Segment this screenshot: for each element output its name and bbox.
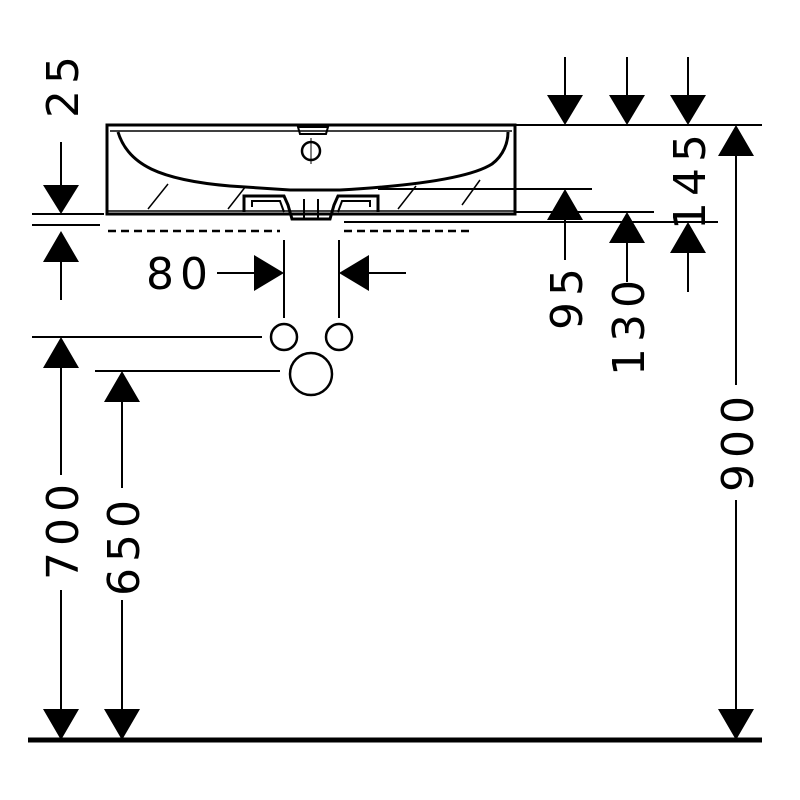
tap-hole-icon [300, 138, 322, 164]
dim-label-80: 80 [146, 249, 214, 300]
dim-right-heights: 95 130 145 [344, 57, 762, 376]
dim-label-650: 650 [99, 494, 150, 596]
waste-outlet-icon [288, 351, 334, 397]
connection-symbols [269, 322, 354, 397]
dim-overflow-gap: 25 [32, 50, 104, 300]
dim-label-700: 700 [38, 478, 89, 580]
dim-label-145: 145 [665, 128, 716, 230]
dim-total-height: 900 [713, 125, 764, 740]
dim-waste-height: 650 [95, 370, 280, 740]
fixing-line-dashed [32, 224, 472, 233]
hot-water-supply-icon [324, 322, 354, 352]
dim-supply-height: 700 [32, 336, 262, 740]
dim-label-900: 900 [713, 390, 764, 492]
dim-label-25: 25 [38, 50, 89, 118]
dim-drain-spacing: 80 [146, 240, 406, 318]
dim-label-130: 130 [604, 274, 655, 376]
dim-label-95: 95 [542, 262, 593, 330]
drain-outlet [242, 194, 380, 221]
basin-outline [105, 123, 517, 216]
cold-water-supply-icon [269, 322, 299, 352]
